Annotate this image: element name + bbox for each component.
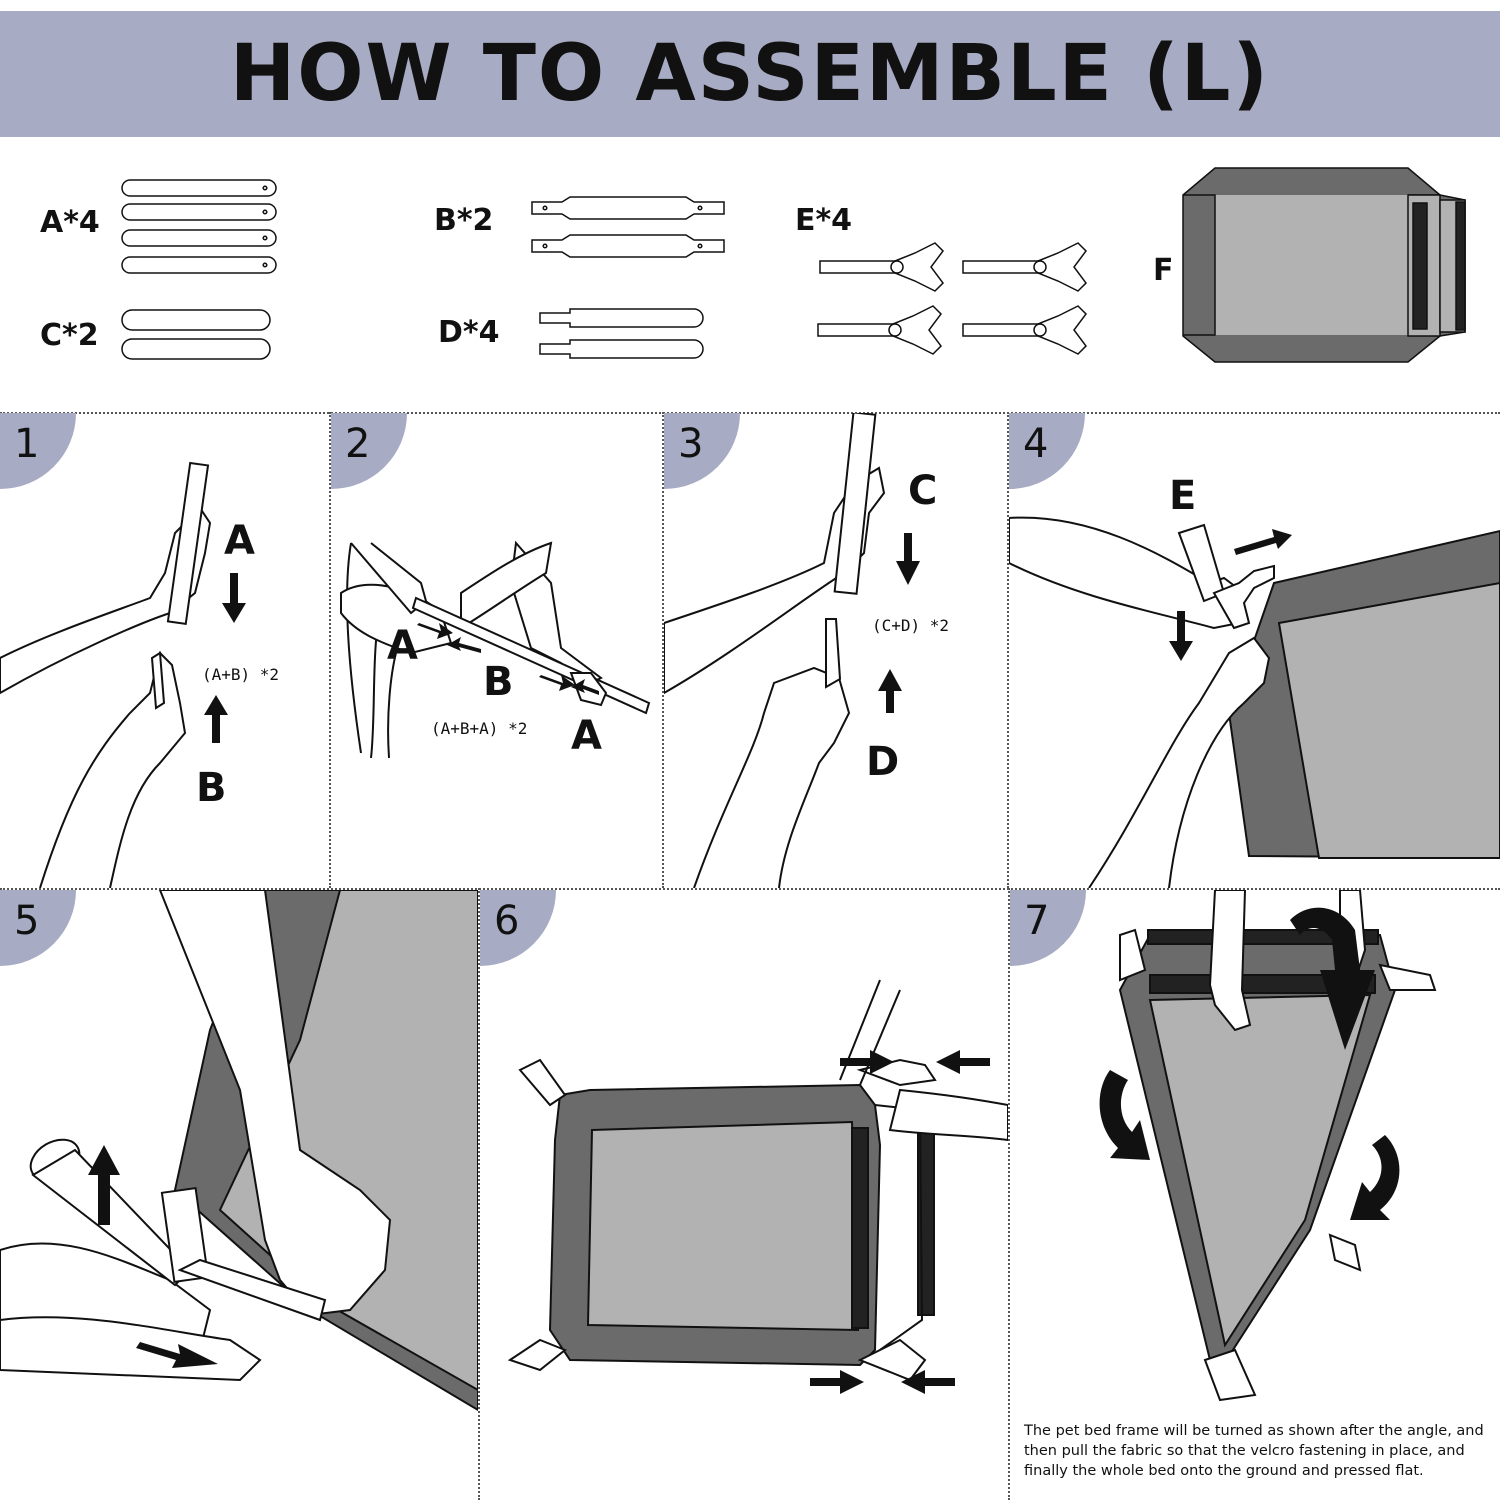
- tube-d-2: [539, 339, 704, 359]
- title-banner: HOW TO ASSEMBLE (L): [0, 11, 1500, 137]
- step-1-formula: (A+B) *2: [202, 665, 280, 684]
- step-4-label-e: E: [1169, 473, 1197, 519]
- step-2-illustration: [340, 540, 651, 759]
- part-a-label: A*4: [40, 205, 100, 240]
- step-3-label-c: C: [908, 468, 938, 514]
- step-5-number: 5: [14, 898, 40, 944]
- step-2-label-a-left: A: [387, 623, 418, 669]
- part-b-label: B*2: [434, 203, 494, 238]
- part-d-label: D*4: [438, 315, 500, 350]
- step-1-label-a: A: [224, 518, 255, 564]
- divider-3-4: [1007, 412, 1009, 888]
- step-6-number: 6: [494, 898, 520, 944]
- divider-5-6: [478, 888, 480, 1500]
- step-6-panel: 6: [480, 890, 1008, 1500]
- step-3-illustration: [664, 413, 920, 888]
- divider-row2: [0, 888, 1500, 890]
- step-7-illustration: [1099, 890, 1437, 1402]
- tube-c-1: [121, 309, 271, 331]
- tube-a-3: [121, 229, 277, 247]
- divider-row1: [0, 412, 1500, 414]
- tube-d-1: [539, 308, 704, 328]
- step-4-illustration: [1009, 516, 1500, 888]
- part-e-label: E*4: [795, 203, 853, 238]
- step-3-formula: (C+D) *2: [872, 616, 950, 635]
- divider-6-7: [1008, 888, 1010, 1500]
- step-3-label-d: D: [866, 739, 900, 785]
- step-1-number: 1: [14, 421, 40, 467]
- step-2-label-a-right: A: [571, 713, 602, 759]
- part-c-label: C*2: [40, 318, 99, 353]
- step-5-panel: 5: [0, 890, 478, 1500]
- divider-1-2: [329, 412, 331, 888]
- tube-a-1: [121, 179, 277, 197]
- page-title: HOW TO ASSEMBLE (L): [229, 29, 1271, 119]
- fabric-f: [1182, 167, 1466, 363]
- step-7-panel: 7: [1010, 890, 1500, 1500]
- step-2-panel: 2 A B (A+B+A) *2 A: [331, 413, 662, 888]
- tube-a-4: [121, 256, 277, 274]
- tube-c-2: [121, 338, 271, 360]
- divider-2-3: [662, 412, 664, 888]
- connector-e-2: [962, 242, 1087, 292]
- connector-e-3: [817, 305, 942, 355]
- tube-b-1: [531, 196, 725, 220]
- connector-e-1: [819, 242, 944, 292]
- parts-illustration: [121, 167, 1466, 363]
- step-6-illustration: [507, 979, 1008, 1394]
- step-1-label-b: B: [196, 765, 227, 811]
- step-2-formula: (A+B+A) *2: [431, 719, 528, 738]
- connector-e-4: [962, 305, 1087, 355]
- step-1-illustration: [0, 461, 246, 888]
- tube-a-2: [121, 203, 277, 221]
- tube-b-2: [531, 234, 725, 258]
- part-f-label: F: [1153, 253, 1174, 288]
- step-7-instructions: The pet bed frame will be turned as show…: [1024, 1422, 1484, 1479]
- step-2-number: 2: [345, 421, 371, 467]
- step-5-illustration: [0, 890, 478, 1412]
- step-3-panel: 3 C (C+D) *2 D: [664, 413, 1007, 888]
- step-1-panel: 1 A (A+B) *2 B: [0, 413, 329, 888]
- step-2-label-b: B: [483, 659, 514, 705]
- step-4-panel: 4 E: [1009, 413, 1500, 888]
- step-3-number: 3: [678, 421, 704, 467]
- step-4-number: 4: [1023, 421, 1049, 467]
- step-7-number: 7: [1024, 898, 1050, 944]
